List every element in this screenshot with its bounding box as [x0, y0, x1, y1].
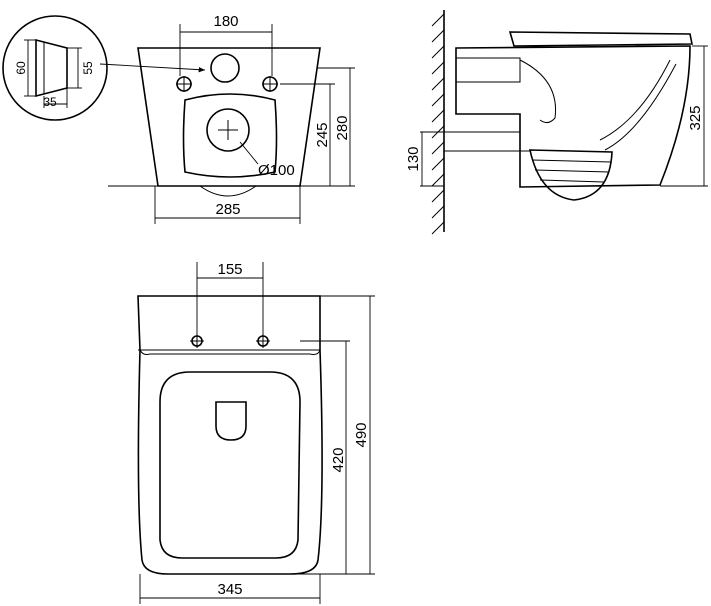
top-dim-length-total: 490 — [353, 422, 370, 447]
top-outer-body — [137, 295, 323, 575]
front-dim-flange-height: 245 — [314, 122, 331, 147]
front-view: 180 285 245 280 Ø100 — [108, 13, 355, 224]
wall-hatching — [431, 13, 445, 235]
detail-inset: 60 55 35 — [2, 15, 206, 121]
inset-leader — [99, 63, 206, 73]
inset-dim-bottom: 35 — [43, 95, 57, 109]
side-trap — [529, 149, 613, 201]
inset-pipe — [35, 38, 68, 98]
front-dim-total-height: 280 — [334, 115, 351, 140]
side-view: 130 325 — [405, 10, 708, 235]
top-view: 155 345 420 490 — [137, 261, 375, 604]
inset-circle — [2, 15, 108, 121]
side-dim-height: 325 — [687, 105, 704, 130]
front-dim-outlet-diameter: Ø100 — [258, 162, 295, 179]
side-bowl — [455, 45, 691, 188]
inset-dim-left: 60 — [14, 61, 28, 75]
front-dim-outlet-spacing: 180 — [213, 13, 238, 30]
front-dim-width: 285 — [215, 201, 240, 218]
top-dim-bolt-spacing: 155 — [217, 261, 242, 278]
front-outlet-plate — [182, 93, 278, 178]
top-seat-opening — [159, 371, 301, 559]
outlet-circle — [206, 108, 250, 152]
top-dim-width: 345 — [217, 581, 242, 598]
inlet-circle — [210, 53, 240, 83]
top-dim-length-inner: 420 — [330, 447, 347, 472]
top-outlet-pocket — [215, 401, 247, 441]
side-dim-floor-height: 130 — [405, 146, 422, 171]
inset-dim-right: 55 — [81, 61, 95, 75]
side-seat-lid — [508, 31, 693, 47]
